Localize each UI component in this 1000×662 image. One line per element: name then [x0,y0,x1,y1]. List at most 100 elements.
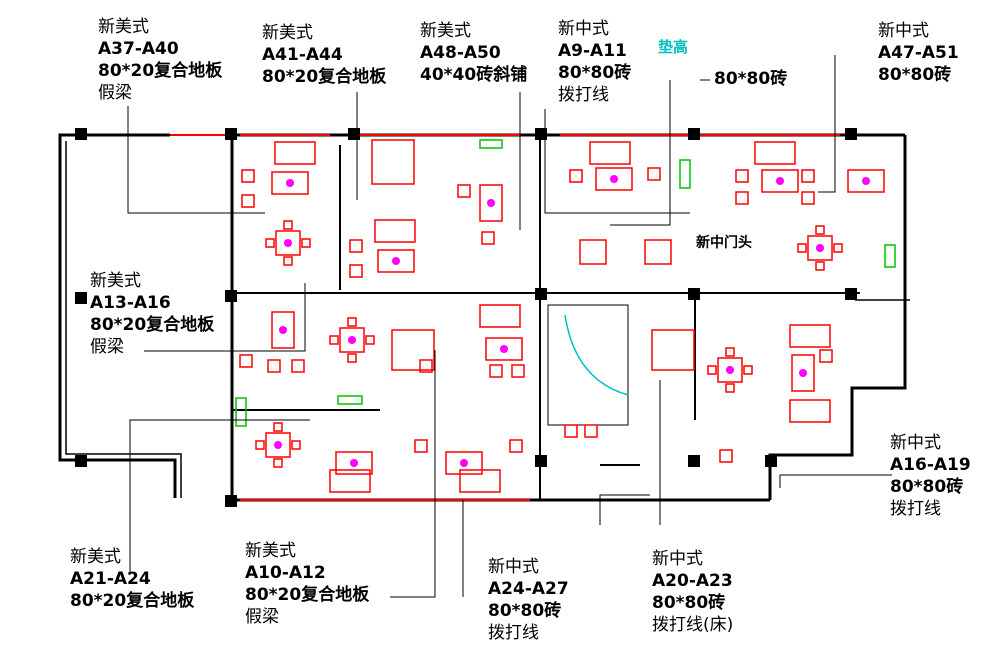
dining-chair-3-0 [707,365,717,375]
dining-chair-4-3 [273,458,283,468]
table-accent-7 [460,459,468,467]
armchair-1 [241,194,255,208]
table-1 [595,167,633,191]
dining-chair-0-3 [283,256,293,266]
dining-table-0 [275,230,301,256]
table-6 [335,451,373,475]
armchair-19 [719,449,733,463]
armchair-6 [569,169,583,183]
sofa-8 [789,324,831,348]
table-8 [791,354,815,392]
green-fixtures [235,139,896,427]
dining-table-2 [339,327,365,353]
table-accent-0 [286,179,294,187]
sofa-5 [459,469,501,493]
table-9 [847,169,885,193]
dining-chair-2-1 [365,335,375,345]
armchair-9 [735,191,749,205]
table-accent-6 [350,459,358,467]
armchair-7 [647,167,661,181]
sofa-4 [479,304,521,328]
bed-1 [391,329,435,371]
dining-chair-3-1 [743,365,753,375]
armchair-14 [291,359,305,373]
dining-table-3 [717,357,743,383]
columns [75,128,857,507]
sofa-3 [374,219,416,243]
table-accent-4 [487,199,495,207]
dining-chair-2-3 [347,353,357,363]
armchair-8 [735,169,749,183]
dining-accent-0 [284,239,292,247]
dining-table-1 [807,235,833,261]
dining-chair-3-2 [725,347,735,357]
sofa-1 [589,141,631,165]
leader-lines [127,55,892,598]
sofa-6 [329,469,371,493]
armchair-2 [349,239,363,253]
armchair-18 [584,424,598,438]
tile-note-label: 80*80砖 [714,69,788,89]
table-accent-8 [799,369,807,377]
armchair-13 [267,359,281,373]
stair [564,314,629,396]
table-10 [271,311,295,349]
table-accent-1 [610,175,618,183]
table-3 [377,249,415,273]
sofa-7 [789,399,831,423]
window-lines [170,134,840,501]
sofa-0 [274,141,316,165]
table-4 [479,184,503,222]
armchair-21 [419,359,433,373]
table-2 [761,169,799,193]
armchair-17 [564,424,578,438]
dining-chair-4-2 [273,422,283,432]
bed-2 [651,329,695,371]
armchair-20 [819,349,833,363]
table-accent-5 [500,345,508,353]
armchair-5 [481,231,495,245]
dining-accent-1 [816,244,824,252]
armchair-11 [801,191,815,205]
partitions [232,140,860,500]
table-7 [445,451,483,475]
dining-table-4 [265,432,291,458]
dining-accent-4 [274,441,282,449]
door-table-b [644,239,672,265]
dining-chair-1-2 [815,225,825,235]
armchair-4 [457,184,471,198]
dining-chair-2-2 [347,317,357,327]
dining-chair-0-2 [283,220,293,230]
furniture-group [239,139,885,493]
dining-chair-0-0 [265,238,275,248]
sofa-2 [754,141,796,165]
dining-chair-4-0 [255,440,265,450]
table-0 [271,171,309,195]
table-accent-2 [776,177,784,185]
dining-chair-2-0 [329,335,339,345]
armchair-22 [489,364,503,378]
raised-label: 垫高 [658,38,689,56]
armchair-12 [239,354,253,368]
dining-chair-0-1 [301,238,311,248]
dining-chair-1-3 [815,261,825,271]
armchair-15 [414,439,428,453]
dining-accent-2 [348,336,356,344]
bed-0 [371,139,415,185]
table-accent-3 [392,257,400,265]
dining-chair-1-1 [833,243,843,253]
table-accent-9 [862,177,870,185]
